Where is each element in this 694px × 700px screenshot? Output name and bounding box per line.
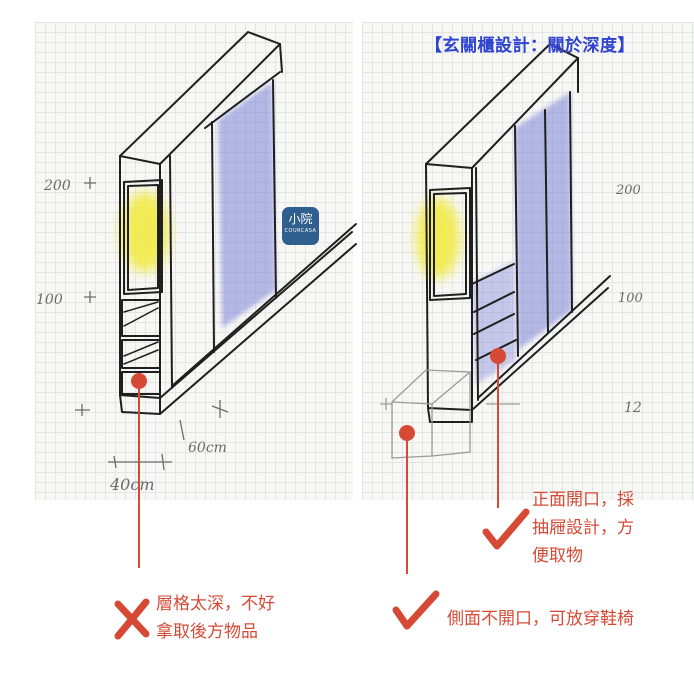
caption-line: 正面開口，採 — [532, 490, 634, 510]
caption-line: 層格太深，不好 — [156, 594, 275, 614]
badge-main-text: 小院 — [288, 212, 313, 226]
annotation-pointers — [131, 348, 506, 574]
sketch-panel-left — [35, 22, 353, 500]
caption-too-deep: 層格太深，不好 拿取後方物品 — [156, 590, 336, 646]
right-mark-12: 12 — [624, 400, 642, 416]
left-cabinet-sketch — [119, 31, 357, 415]
sketch-panel-right — [362, 22, 694, 500]
page-title: 【玄關櫃設計：關於深度】 — [425, 36, 635, 56]
left-mark-width: 40cm — [109, 475, 155, 494]
caption-line: 便取物 — [532, 546, 583, 566]
right-cabinet-sketch — [416, 43, 611, 423]
left-mark-100: 100 — [36, 292, 63, 308]
badge-sub-text: COURCASA — [284, 228, 317, 234]
left-wardrobe-blue — [218, 82, 276, 328]
brand-badge: 小院 COURCASA — [282, 207, 319, 245]
caption-line: 抽屜設計，方 — [532, 518, 634, 538]
caption-side-closed: 側面不開口，可放穿鞋椅 — [447, 609, 634, 629]
right-mark-100: 100 — [618, 291, 643, 306]
right-bench-outline — [380, 369, 520, 459]
right-wardrobe-blue — [515, 92, 572, 350]
right-mark-200: 200 — [615, 183, 641, 198]
caption-line: 拿取後方物品 — [156, 622, 258, 642]
cross-mark-icon — [114, 598, 150, 640]
left-mark-200: 200 — [43, 178, 71, 194]
check-mark-icon — [392, 590, 440, 630]
caption-front-opening: 正面開口，採 抽屜設計，方 便取物 — [532, 486, 672, 570]
check-mark-icon — [482, 508, 530, 550]
left-mark-depth: 60cm — [188, 440, 227, 456]
left-dimension-marks — [75, 177, 229, 471]
